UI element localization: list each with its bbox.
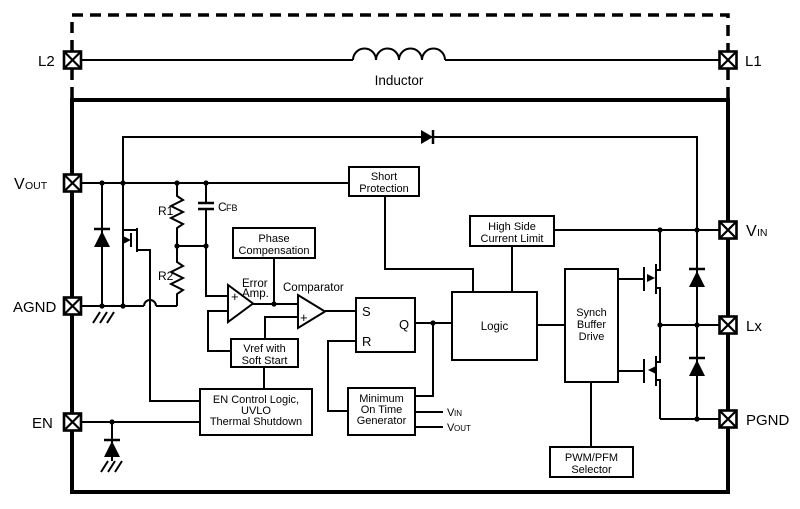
en-control-label-3: Thermal Shutdown — [210, 416, 302, 428]
high-side-fet — [643, 230, 661, 325]
vref-label-2: Soft Start — [242, 355, 288, 367]
pin-lx — [718, 315, 738, 335]
error-amp-plus: + — [231, 289, 239, 304]
pin-label-vout: V — [14, 176, 25, 193]
stub-vout-label: V — [447, 422, 455, 434]
resistor-r1 — [168, 183, 186, 246]
phase-comp-label-1: Phase — [258, 233, 289, 245]
r2-label: R2 — [158, 269, 174, 283]
pwm-pfm-label-2: Selector — [571, 464, 612, 476]
error-amp-label-1: Error — [242, 278, 268, 290]
discharge-fet — [123, 228, 138, 252]
inductor-label: Inductor — [375, 73, 424, 88]
pwm-pfm-label-1: PWM/PFM — [565, 452, 618, 464]
block-logic — [451, 291, 538, 361]
latch-r-label: R — [362, 334, 371, 349]
r1-label: R1 — [158, 204, 174, 218]
pin-label-agnd: AGND — [13, 299, 57, 316]
pin-en — [62, 412, 83, 432]
cfb-label: C — [218, 200, 227, 214]
vref-label-1: Vref with — [243, 343, 285, 355]
dashed-external-path — [70, 13, 730, 99]
body-diode-top — [689, 267, 705, 287]
pin-vin — [718, 220, 738, 240]
latch-s-label: S — [362, 304, 371, 319]
high-side-label-1: High Side — [488, 221, 536, 233]
pin-vout — [62, 173, 83, 193]
phase-comp-label-2: Compensation — [239, 245, 310, 257]
body-diode-bottom — [689, 356, 705, 376]
capacitor-cfb — [198, 201, 214, 211]
pin-label-vin: V — [746, 223, 757, 240]
comparator-plus: + — [300, 310, 308, 325]
min-on-time-label-1: Minimum — [359, 393, 404, 405]
resistor-r2 — [168, 246, 186, 306]
esd-diode-en — [104, 438, 120, 457]
schottky-diode-vout — [94, 227, 110, 247]
min-on-time-label-2: On Time — [361, 404, 403, 416]
block-phase-compensation — [232, 227, 316, 259]
block-en-control — [199, 388, 313, 436]
en-control-label-1: EN Control Logic, — [213, 394, 299, 406]
junction-dots — [99, 180, 700, 425]
error-amp-label-2: Amp. — [242, 288, 269, 300]
block-high-side-limit — [469, 215, 555, 247]
high-side-label-2: Current Limit — [481, 233, 544, 245]
pin-label-en: EN — [32, 415, 53, 432]
pin-label-vout-sub: OUT — [25, 180, 48, 192]
block-pwm-pfm — [549, 446, 634, 478]
stub-vin-sub: IN — [454, 409, 462, 418]
pin-pgnd — [718, 409, 738, 429]
pin-label-l2: L2 — [38, 53, 55, 70]
ground-symbol-agnd — [92, 311, 115, 324]
block-synch-buffer — [564, 268, 619, 383]
ic-outline — [70, 98, 730, 494]
inductor-symbol — [352, 47, 446, 61]
cfb-label-sub: FB — [226, 203, 238, 213]
min-on-time-label-3: Generator — [357, 415, 407, 427]
stub-vin-label: V — [447, 407, 455, 419]
pin-label-vin-sub: IN — [757, 227, 768, 239]
synch-label-2: Buffer — [577, 319, 606, 331]
inline-diode-vout-vin — [421, 130, 435, 144]
pin-l2 — [62, 50, 83, 70]
error-amp-symbol — [227, 283, 255, 324]
latch-q-label: Q — [399, 317, 409, 332]
block-min-on-time — [347, 387, 416, 436]
pin-label-lx: Lx — [746, 318, 762, 335]
pin-label-pgnd: PGND — [746, 412, 790, 429]
short-protection-label-1: Short — [371, 171, 397, 183]
comparator-symbol — [297, 293, 327, 330]
pin-agnd — [62, 296, 83, 316]
low-side-fet — [643, 325, 661, 419]
en-control-label-2: UVLO — [241, 405, 271, 417]
pin-label-l1: L1 — [745, 53, 762, 70]
synch-label-3: Drive — [579, 331, 605, 343]
wire-hop — [143, 299, 157, 307]
logic-label: Logic — [481, 321, 509, 333]
short-protection-label-2: Protection — [359, 183, 409, 195]
synch-label-1: Synch — [576, 307, 607, 319]
pin-l1 — [718, 50, 738, 70]
ground-symbol-en — [100, 460, 123, 473]
stub-vout-sub: OUT — [454, 424, 471, 433]
block-vref-soft-start — [230, 338, 299, 368]
comparator-label: Comparator — [283, 282, 344, 294]
block-short-protection — [348, 166, 420, 197]
sr-latch — [355, 297, 416, 353]
